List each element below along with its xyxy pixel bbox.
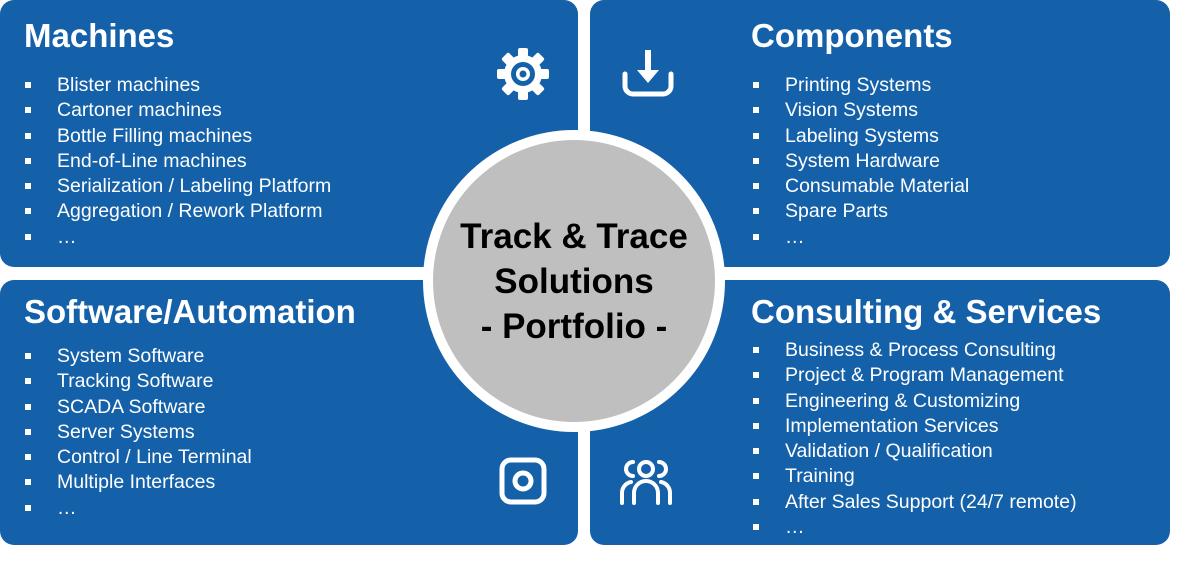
list-item: Validation / Qualification [753,439,1077,464]
list-item: Multiple Interfaces [25,470,252,495]
list-item: Vision Systems [753,98,969,123]
list-item: … [25,225,331,250]
list-item: System Software [25,344,252,369]
download-icon [622,50,674,97]
list-item: … [753,515,1077,540]
list-item: Implementation Services [753,414,1077,439]
list-item: End-of-Line machines [25,149,331,174]
list-item: Spare Parts [753,199,969,224]
list-item: Business & Process Consulting [753,338,1077,363]
list-item: Labeling Systems [753,124,969,149]
list-item: Tracking Software [25,369,252,394]
list-item: Cartoner machines [25,98,331,123]
list-item: Project & Program Management [753,363,1077,388]
panel-title: Software/Automation [24,293,356,330]
team-icon [620,460,672,505]
list-item: Consumable Material [753,174,969,199]
list-item: Training [753,464,1077,489]
center-title-line3: - Portfolio - [480,306,668,346]
list-item: Control / Line Terminal [25,445,252,470]
center-title-line2: Solutions [494,261,654,301]
center-title-line1: Track & Trace [460,216,688,256]
list-item: Engineering & Customizing [753,389,1077,414]
gear-icon [497,48,549,100]
center-circle: Track & Trace Solutions - Portfolio - [423,130,725,432]
list-item: Serialization / Labeling Platform [25,174,331,199]
list-item: Bottle Filling machines [25,124,331,149]
list-item: … [753,225,969,250]
list-item: After Sales Support (24/7 remote) [753,490,1077,515]
panel-title: Machines [24,17,175,54]
list-item: Blister machines [25,73,331,98]
list-item: Server Systems [25,420,252,445]
list-item: Printing Systems [753,73,969,98]
list-item: SCADA Software [25,395,252,420]
list-item: Aggregation / Rework Platform [25,199,331,224]
panel-title: Consulting & Services [751,293,1102,330]
list-item: System Hardware [753,149,969,174]
panel-title: Components [751,17,953,54]
camera-icon [499,457,547,505]
list-item: … [25,496,252,521]
